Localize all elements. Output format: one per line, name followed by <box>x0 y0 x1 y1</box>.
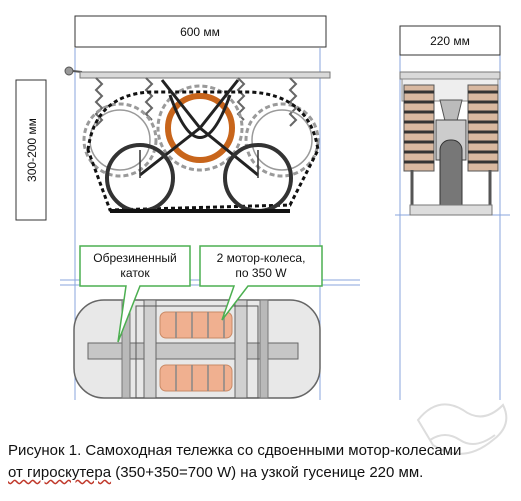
side-width-dimension: 220 мм <box>399 25 501 56</box>
sprocket-center <box>156 84 244 172</box>
side-view-trolley <box>79 71 331 213</box>
callout-roller-line1: Обрезиненный <box>93 251 176 265</box>
callout-motors-line1: 2 мотор-колеса, <box>217 251 306 265</box>
caption-line2: от гироскутера (350+350=700 W) на узкой … <box>8 462 518 484</box>
sprocket-right <box>244 102 320 178</box>
height-dimension: 300-200 мм <box>15 79 47 221</box>
figure-caption: Рисунок 1. Самоходная тележка со сдвоенн… <box>8 440 518 484</box>
handle-knob <box>64 66 83 76</box>
road-wheel-right <box>223 143 293 213</box>
motor-wheel-bottom <box>159 364 233 392</box>
callout-roller-line2: каток <box>120 266 150 280</box>
top-view-trolley <box>73 299 321 399</box>
caption-line1: Рисунок 1. Самоходная тележка со сдвоенн… <box>8 442 462 459</box>
callout-motors: 2 мотор-колеса, по 350 W <box>199 245 323 321</box>
caption-underlined: от гироскутера <box>8 464 112 481</box>
motor-wheel-top <box>159 311 233 339</box>
road-wheel-left <box>105 143 175 213</box>
watermark-sketch <box>416 403 508 455</box>
caption-rest: (350+350=700 W) на узкой гусенице 220 мм… <box>111 464 424 481</box>
callout-motors-line2: по 350 W <box>235 266 287 280</box>
drive-wheel <box>165 93 235 163</box>
callout-roller: Обрезиненный каток <box>79 245 191 343</box>
width-dimension: 600 мм <box>74 15 327 48</box>
side-width-label: 220 мм <box>430 34 470 48</box>
height-label: 300-200 мм <box>25 118 39 182</box>
width-label: 600 мм <box>180 25 220 39</box>
track-chain <box>86 90 320 212</box>
swing-arms <box>139 79 259 177</box>
front-view-trolley <box>399 71 501 216</box>
